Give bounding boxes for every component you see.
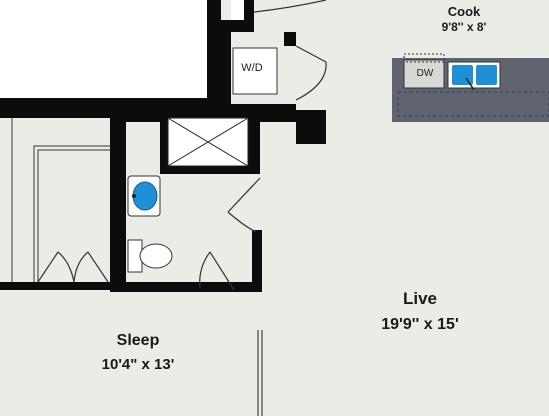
room-label-cook: Cook 9'8'' x 8' [414, 4, 514, 35]
room-label-sleep: Sleep 10'4" x 13' [68, 329, 208, 377]
room-dimensions-sleep: 10'4" x 13' [101, 356, 175, 373]
room-label-live: Live 19'9'' x 15' [350, 286, 490, 338]
laundry-door [253, 0, 327, 101]
room-dimensions-cook: 9'8'' x 8' [441, 20, 487, 35]
bedroom-closet [0, 118, 110, 282]
bathroom-sink [127, 175, 161, 217]
bathroom-door [199, 177, 261, 291]
room-name-live: Live [402, 289, 438, 308]
room-name-sleep: Sleep [116, 332, 160, 349]
exterior-area [0, 0, 207, 98]
room-name-cook: Cook [447, 4, 481, 19]
shower [167, 117, 249, 167]
washer-dryer-label: W/D [241, 62, 263, 74]
walls [0, 0, 326, 292]
toilet [127, 239, 173, 273]
sliding-door [257, 330, 263, 416]
room-dimensions-live: 19'9'' x 15' [381, 316, 459, 333]
washer-dryer [232, 47, 278, 95]
exterior-notch [231, 0, 244, 20]
closet-doors [37, 251, 109, 283]
kitchen-island [392, 53, 549, 122]
dishwasher-label: DW [416, 68, 434, 79]
